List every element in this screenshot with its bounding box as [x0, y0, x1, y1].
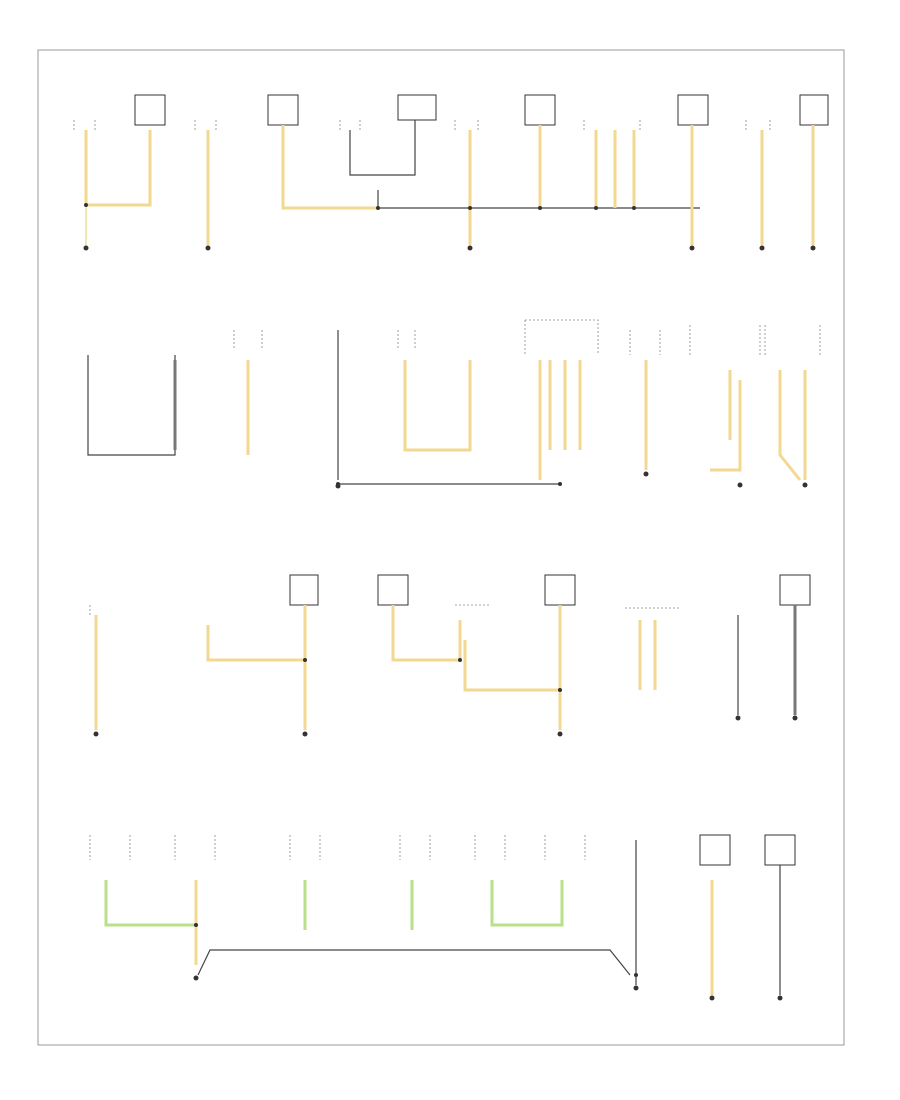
ground-point	[777, 995, 783, 1001]
component-box	[134, 94, 166, 126]
splice-point	[594, 206, 598, 210]
component-outline	[397, 330, 416, 350]
component-outline	[454, 120, 479, 130]
ground-point	[467, 245, 473, 251]
ground-point	[643, 471, 649, 477]
component-outline	[544, 835, 586, 860]
ground-point	[802, 482, 808, 488]
component-box	[377, 574, 409, 606]
row-4	[89, 834, 796, 1001]
ground-point	[737, 482, 743, 488]
row-2	[87, 319, 821, 489]
ground-point	[792, 715, 798, 721]
splice-point	[468, 206, 472, 210]
diagram-frame	[37, 49, 845, 1046]
component-outline	[474, 835, 506, 860]
ground-wire	[710, 370, 742, 472]
component-box	[524, 94, 556, 126]
component-box	[397, 94, 437, 121]
ground-wire	[349, 120, 416, 176]
splice-point	[376, 206, 380, 210]
component-outline	[764, 325, 821, 355]
ground-point	[735, 715, 741, 721]
ground-wire	[206, 625, 305, 662]
ground-wire	[463, 640, 560, 692]
ground-point	[205, 245, 211, 251]
ground-wire	[197, 949, 631, 976]
component-outline	[399, 835, 431, 860]
ground-wire	[87, 355, 176, 456]
component-outline	[524, 319, 599, 355]
component-box	[799, 94, 829, 126]
ground-point	[193, 975, 199, 981]
ground-wire	[84, 130, 152, 207]
ground-wire	[594, 130, 636, 208]
component-outline	[629, 330, 661, 355]
splice-point	[458, 658, 462, 662]
ground-wire	[538, 360, 582, 480]
component-outline	[233, 330, 263, 350]
component-outline	[89, 835, 131, 860]
component-box	[267, 94, 299, 126]
component-box	[764, 834, 796, 866]
splice-point	[632, 206, 636, 210]
splice-point	[303, 658, 307, 662]
splice-point	[194, 923, 198, 927]
ground-wire	[778, 370, 807, 481]
component-box	[544, 574, 576, 606]
ground-point	[302, 731, 308, 737]
row-3	[89, 574, 811, 737]
ground-point	[709, 995, 715, 1001]
component-outline	[289, 835, 321, 860]
ground-wire	[391, 605, 462, 662]
ground-wire	[490, 880, 564, 927]
component-outline	[73, 120, 96, 130]
component-outline	[174, 835, 216, 860]
ground-point	[557, 731, 563, 737]
ground-point	[689, 245, 695, 251]
ground-point	[93, 731, 99, 737]
component-outline	[583, 120, 641, 130]
component-outline	[194, 120, 217, 130]
component-box	[289, 574, 319, 606]
ground-wire	[638, 620, 657, 690]
splice-point	[84, 203, 88, 207]
ground-point	[633, 985, 639, 991]
splice-point	[538, 206, 542, 210]
ground-wire	[403, 360, 472, 452]
component-outline	[339, 120, 361, 130]
row-1	[73, 94, 829, 251]
splice-point	[634, 973, 638, 977]
component-box	[779, 574, 811, 606]
ground-point	[759, 245, 765, 251]
ground-point	[335, 483, 341, 489]
component-outline	[745, 120, 771, 130]
component-outline	[689, 325, 761, 355]
ground-wire	[281, 125, 378, 210]
ground-wire	[104, 880, 196, 927]
splice-point	[558, 482, 562, 486]
component-box	[699, 834, 731, 866]
splice-point	[558, 688, 562, 692]
ground-point	[810, 245, 816, 251]
component-box	[677, 94, 709, 126]
ground-point	[83, 245, 89, 251]
